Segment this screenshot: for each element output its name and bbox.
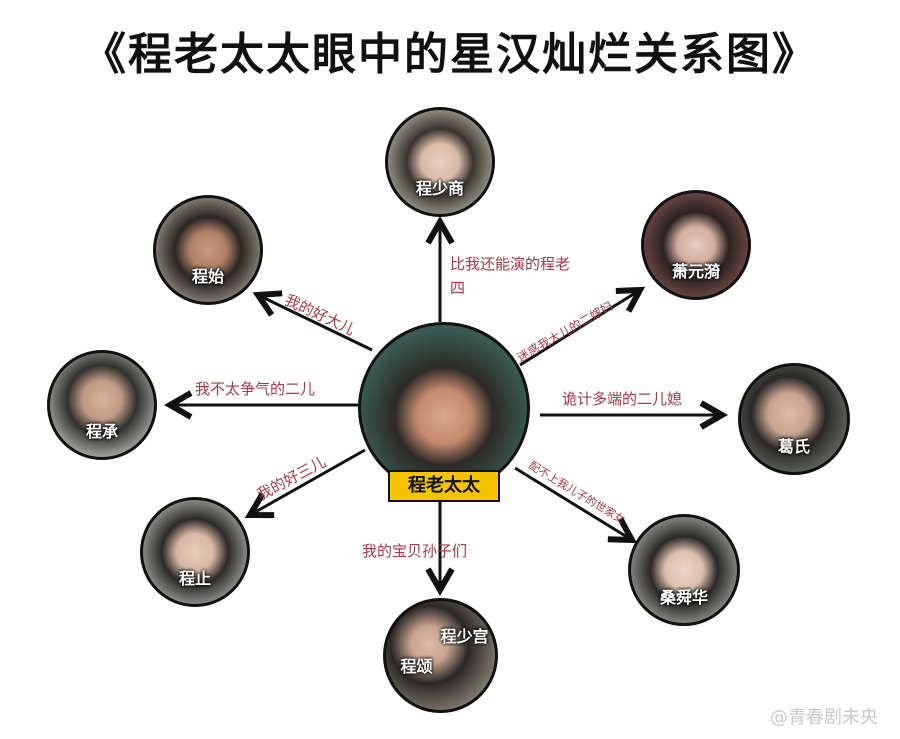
center-name-badge: 程老太太: [388, 470, 500, 502]
arrow-cheng-shi: [258, 295, 373, 352]
node-xiao-yuanyi[interactable]: 萧元漪: [641, 190, 751, 300]
node-cheng-cheng[interactable]: 程承: [47, 350, 157, 460]
label-cheng-shaoshang: 比我还能演的程老四: [450, 255, 571, 297]
node-grandsons[interactable]: 程少宫 程颂: [383, 598, 498, 713]
arrow-sang-shunhua: [514, 466, 632, 540]
label-cheng-cheng: 我不太争气的二儿: [195, 380, 316, 398]
label-ge-shi: 诡计多端的二儿媳: [562, 390, 683, 408]
watermark: @青春剧未央: [770, 707, 878, 728]
arrow-xiao-yuanyi: [519, 290, 640, 367]
node-cheng-zhi[interactable]: 程止: [140, 497, 250, 607]
arrow-cheng-zhi: [250, 448, 366, 515]
node-ge-shi[interactable]: 葛氏: [738, 363, 850, 475]
label-grandsons: 我的宝贝孙子们: [362, 542, 468, 560]
center-portrait: [358, 322, 530, 494]
page-title: 《程老太太眼中的星汉灿烂关系图》: [82, 29, 818, 80]
node-cheng-shi[interactable]: 程始: [153, 195, 263, 305]
node-cheng-shaoshang[interactable]: 程少商: [385, 107, 495, 217]
node-sang-shunhua[interactable]: 桑舜华: [628, 514, 740, 626]
